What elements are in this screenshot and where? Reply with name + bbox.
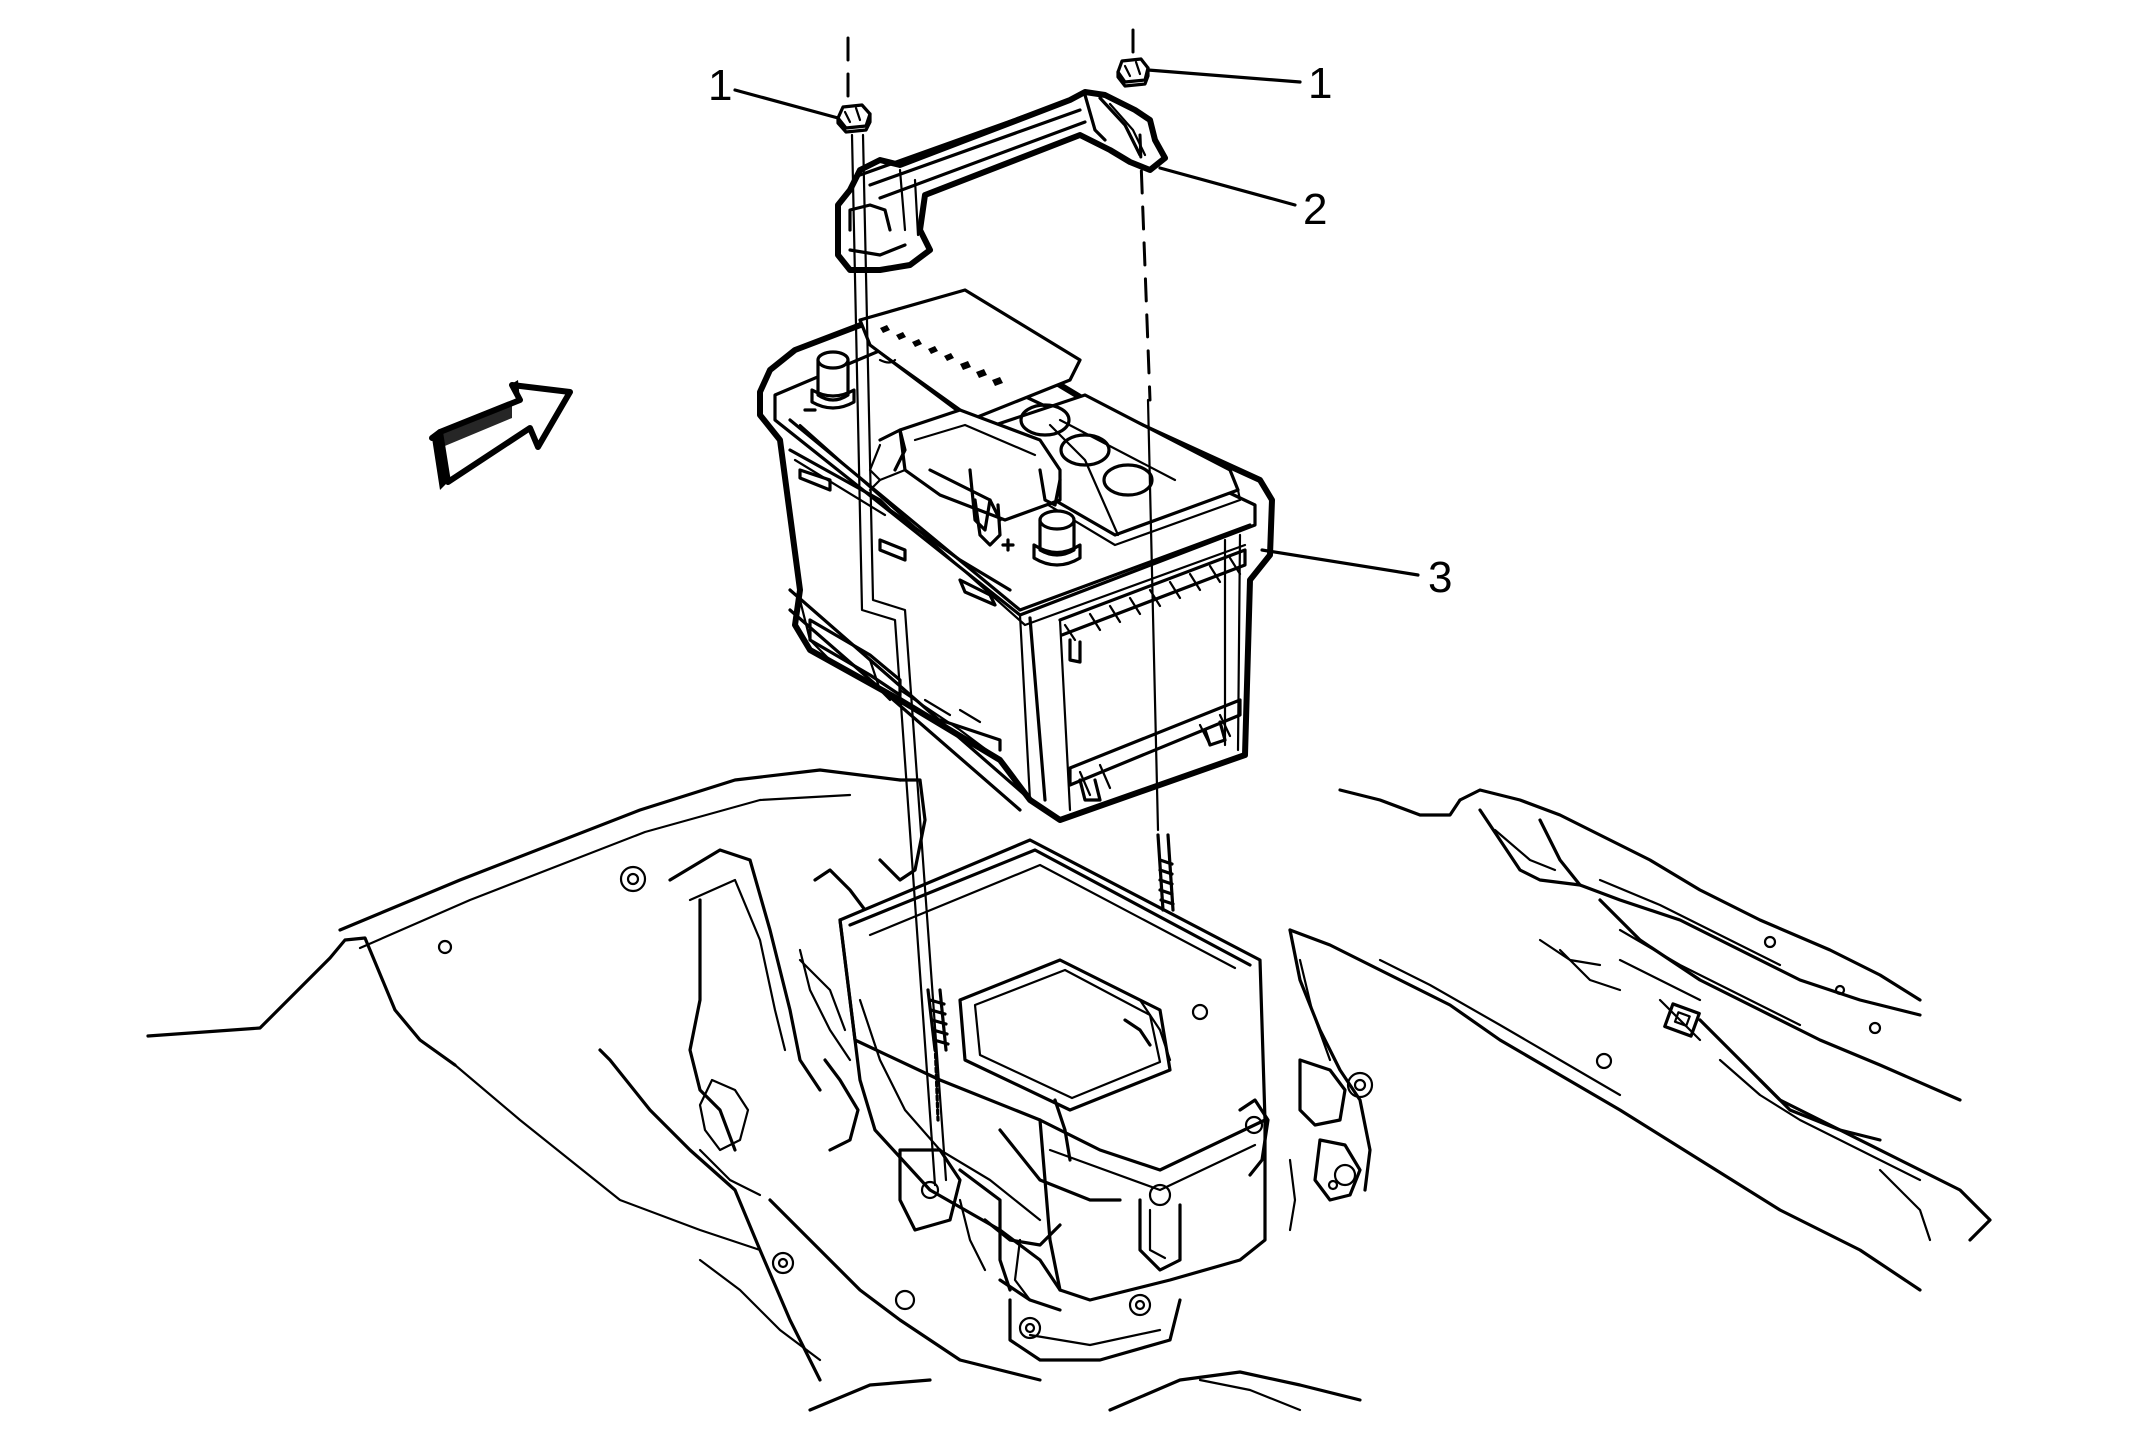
callout-1-right: 1 bbox=[1146, 59, 1332, 108]
callout-label: 1 bbox=[1308, 59, 1332, 108]
retainer-nut-right bbox=[1116, 57, 1150, 88]
retainer-bolts bbox=[926, 833, 1175, 1122]
callout-label: 1 bbox=[708, 61, 732, 110]
alignment-centerlines bbox=[846, 28, 1160, 1187]
callout-2: 2 bbox=[1158, 166, 1327, 234]
battery-tray bbox=[838, 838, 1270, 1302]
battery-hold-down-retainer bbox=[835, 89, 1168, 273]
vehicle-body-right bbox=[1288, 788, 1992, 1292]
callout-1-left: 1 bbox=[708, 61, 840, 120]
negative-terminal bbox=[810, 350, 856, 410]
callout-label: 2 bbox=[1303, 185, 1327, 234]
callout-3: 3 bbox=[1260, 548, 1452, 602]
callout-label: 3 bbox=[1428, 553, 1452, 602]
battery bbox=[757, 288, 1275, 823]
positive-terminal bbox=[1001, 509, 1082, 567]
retainer-nut-left bbox=[836, 103, 872, 134]
view-direction-arrow bbox=[429, 380, 573, 490]
vehicle-body-center bbox=[798, 778, 1374, 1412]
vehicle-body-left bbox=[146, 768, 1042, 1412]
